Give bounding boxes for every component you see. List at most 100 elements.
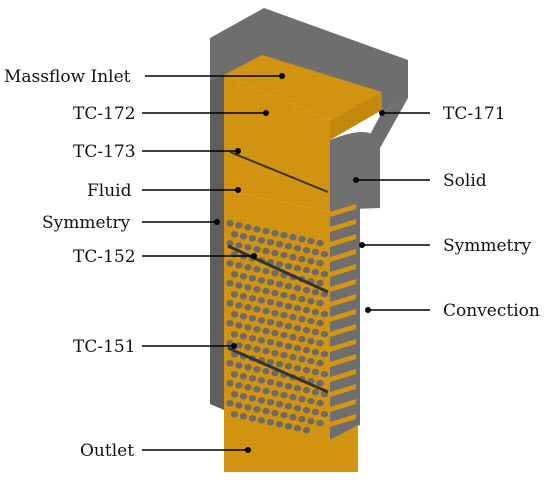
tube-hole [262, 328, 270, 335]
tc-173-label: TC-173 [73, 142, 136, 162]
tube-hole [311, 288, 320, 296]
tc-173-dot [235, 148, 241, 154]
tube-hole [239, 333, 248, 340]
tube-hole [266, 319, 275, 326]
tube-hole [226, 320, 234, 327]
tube-hole [257, 237, 266, 244]
fin-slot [330, 324, 356, 337]
tube-hole [293, 405, 302, 412]
tube-hole [316, 279, 324, 287]
tube-hole [316, 259, 324, 267]
fin-slot [330, 279, 356, 292]
tube-hole [262, 408, 270, 415]
tube-hole [289, 414, 297, 421]
tube-hole [271, 290, 279, 297]
tube-hole [284, 323, 293, 330]
tube-hole [226, 400, 234, 407]
tube-hole [226, 240, 234, 247]
fin-slot [330, 234, 356, 247]
tube-hole [284, 263, 293, 270]
tc-171-dot [379, 110, 385, 116]
tube-hole [298, 256, 306, 263]
tube-hole [275, 361, 284, 368]
tube-hole [235, 262, 243, 269]
tube-hole [302, 247, 311, 254]
tube-hole [284, 403, 293, 410]
tube-hole [239, 233, 248, 240]
tube-hole [289, 334, 297, 341]
tube-hole [230, 231, 239, 238]
tube-hole [293, 365, 302, 372]
tc-151-dot [231, 343, 237, 349]
tc-172-label: TC-172 [73, 104, 136, 124]
tube-hole [307, 237, 315, 245]
tube-hole [293, 305, 302, 312]
tube-hole [311, 248, 320, 256]
tube-hole [271, 310, 279, 317]
massflow-inlet-dot [279, 73, 285, 79]
tube-hole [226, 380, 234, 387]
tube-hole [302, 346, 311, 354]
tube-hole [298, 296, 306, 303]
tube-hole [302, 326, 311, 334]
tube-hole [275, 281, 284, 288]
tube-hole [280, 232, 288, 239]
tube-hole [253, 286, 261, 293]
tube-hole [248, 295, 257, 302]
tube-hole [275, 321, 284, 328]
fluid-side-face [330, 92, 382, 140]
tube-hole [230, 291, 239, 298]
tube-hole [257, 377, 266, 384]
tube-hole [271, 250, 279, 257]
tube-hole [289, 354, 297, 361]
tube-hole [266, 359, 275, 366]
tube-hole [226, 280, 234, 287]
tube-hole [244, 264, 252, 271]
tube-hole [307, 297, 315, 305]
tube-hole [226, 260, 234, 267]
tube-hole [275, 301, 284, 308]
tube-hole [230, 391, 239, 398]
tube-hole [226, 360, 234, 367]
fin-slot [330, 384, 356, 397]
tube-hole [307, 397, 315, 405]
tube-hole [257, 297, 266, 304]
fin-slot [330, 369, 356, 382]
symmetry-right-dot [359, 242, 365, 248]
tube-hole [320, 330, 329, 338]
tube-hole [302, 426, 311, 434]
tube-hole [320, 250, 329, 258]
tube-hole [320, 310, 329, 318]
tube-hole [235, 222, 243, 229]
fin-slot [330, 204, 356, 217]
tube-hole [311, 328, 320, 336]
tube-hole [311, 268, 320, 276]
tube-hole [311, 408, 320, 416]
tube-hole [298, 396, 306, 403]
tube-hole [284, 303, 293, 310]
solid-curved-face [330, 132, 380, 210]
tube-hole [253, 226, 261, 233]
tube-hole [230, 371, 239, 378]
tube-hole [235, 342, 243, 349]
fluid-label: Fluid [87, 181, 132, 201]
massflow-inlet-label: Massflow Inlet [4, 67, 131, 87]
tc-152-line [227, 244, 329, 294]
tube-hole [248, 395, 257, 402]
solid-left-wall [210, 75, 224, 410]
tube-hole [298, 336, 306, 343]
tube-hole [244, 324, 252, 331]
tc-151-line [227, 346, 329, 394]
tube-hole [235, 362, 243, 369]
tc-173-groove [229, 151, 329, 193]
tube-hole [262, 288, 270, 295]
fin-slot [330, 219, 356, 232]
symmetry-left-label: Symmetry [42, 213, 131, 233]
fin-slot [330, 309, 356, 322]
tube-hole [275, 341, 284, 348]
tube-hole [289, 394, 297, 401]
tube-hole [248, 335, 257, 342]
tube-hole [293, 285, 302, 292]
tube-hole [302, 366, 311, 374]
